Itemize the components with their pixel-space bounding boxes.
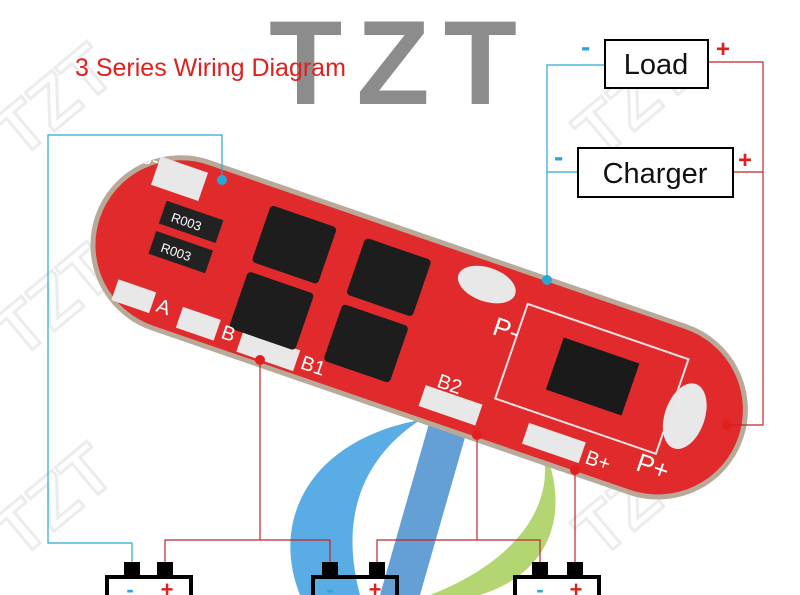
battery-2: - + (311, 562, 399, 595)
diagram-title: 3 Series Wiring Diagram (75, 54, 346, 82)
pad-b (175, 306, 221, 341)
mosfet (347, 238, 431, 316)
b2-dot (472, 430, 482, 440)
battery-minus: - (536, 577, 543, 595)
wire-p-plus-load (708, 61, 764, 426)
tzt-logo: TZT (269, 0, 531, 130)
wire-b2-bridge (376, 539, 541, 568)
load-plus: + (716, 36, 730, 63)
wire-p-minus-load (546, 64, 605, 280)
positive-wires (164, 61, 764, 568)
mosfet (324, 304, 408, 383)
battery-plus: + (161, 577, 174, 595)
battery-plus: + (570, 577, 583, 595)
battery-minus: - (126, 577, 133, 595)
pad-b1 (236, 330, 301, 372)
charger-box: Charger - + (554, 141, 752, 198)
p-plus-dot (722, 420, 732, 430)
charger-minus: - (554, 141, 563, 172)
b1-dot (255, 355, 265, 365)
b-plus-dot (570, 465, 580, 475)
negative-wires (47, 64, 605, 568)
bms-board: R003 R003 B- A B B1 B2 P- P+ B+ (90, 145, 748, 500)
b-minus-dot (217, 175, 227, 185)
watermark: TZT (0, 429, 128, 571)
mosfet (229, 272, 314, 350)
load-box: Load - + (581, 31, 730, 89)
battery-minus: - (326, 577, 333, 595)
wire-b-minus (47, 134, 223, 568)
watermark: TZT (0, 29, 128, 171)
charger-label: Charger (603, 158, 708, 190)
battery-1: - + (105, 562, 193, 595)
protection-ic (545, 337, 640, 416)
shunt-resistor (158, 200, 224, 243)
mosfet (252, 206, 337, 284)
swoosh-logo (290, 420, 556, 595)
wire-b1-bridge (164, 539, 331, 568)
charger-plus: + (738, 147, 752, 174)
pad-p-minus (457, 265, 516, 304)
pad-b-plus (521, 422, 586, 464)
load-minus: - (581, 31, 590, 62)
pad-b2 (418, 385, 483, 426)
pad-a (111, 279, 157, 314)
load-label: Load (624, 49, 689, 81)
battery-plus: + (369, 577, 382, 595)
p-minus-dot (542, 275, 552, 285)
shunt-resistor (148, 231, 213, 274)
pad-b-minus (150, 156, 209, 202)
battery-3: - + (513, 562, 601, 595)
